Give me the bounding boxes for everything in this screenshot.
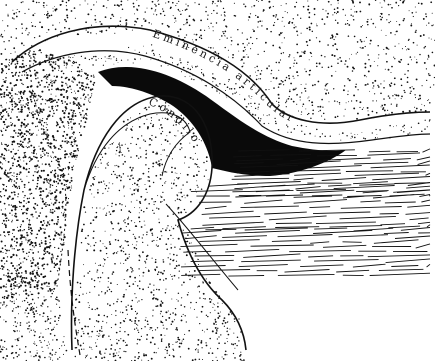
condyle-neck-line: [84, 113, 190, 190]
